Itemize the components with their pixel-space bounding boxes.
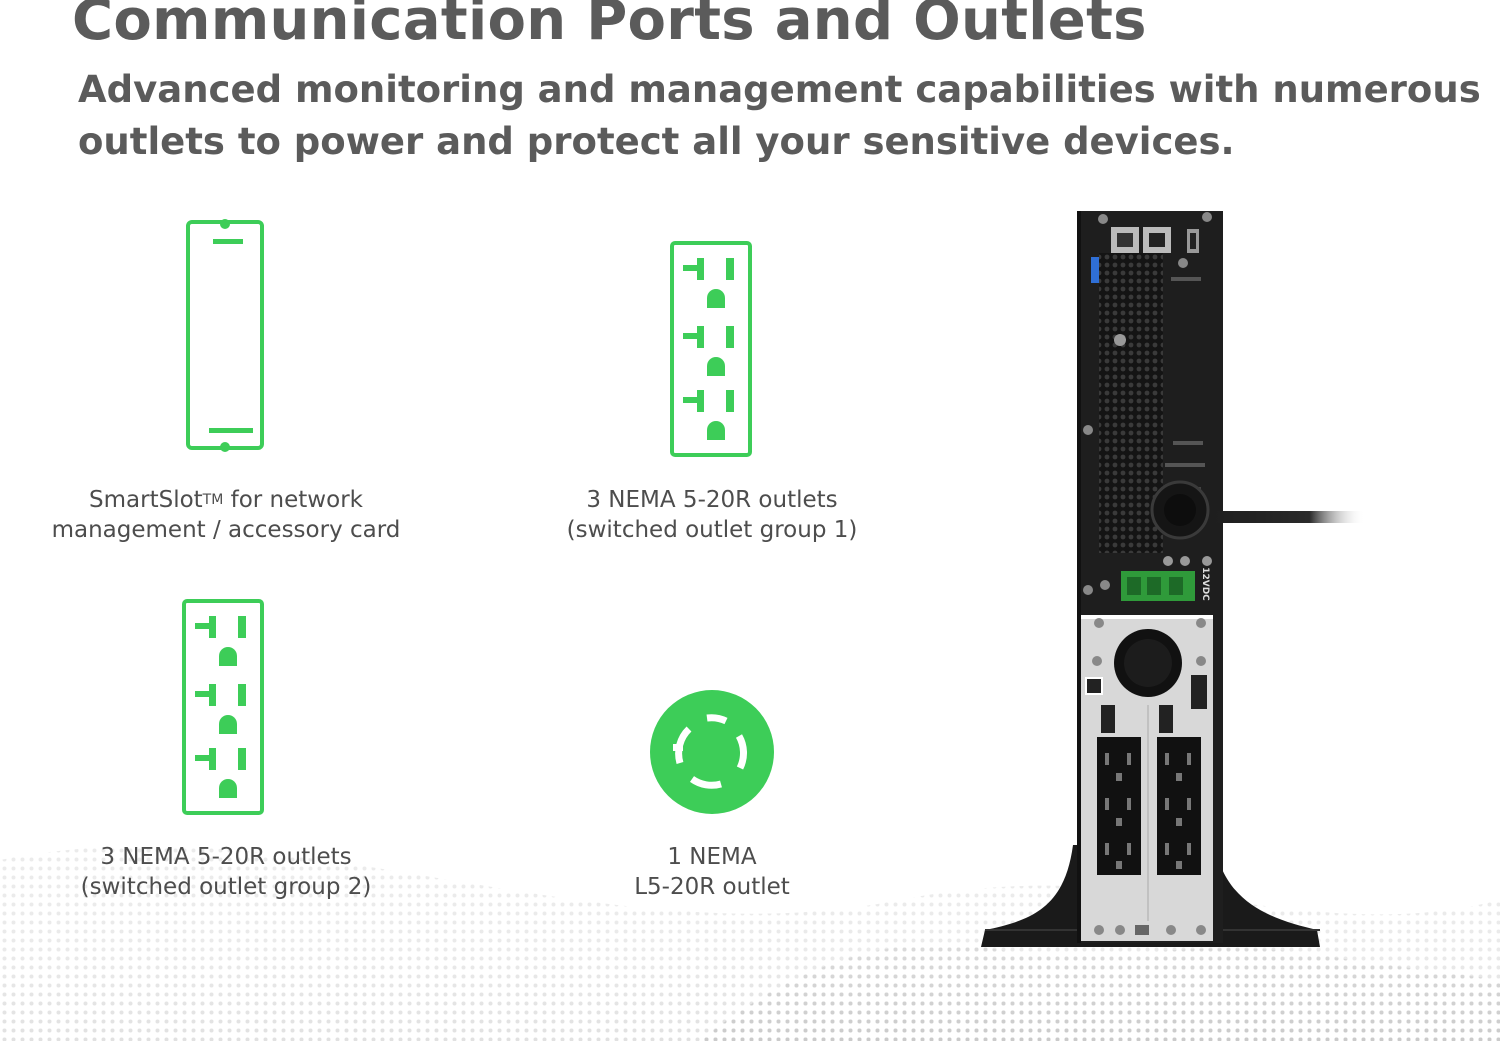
nema-l5-20r-twistlock-icon (650, 690, 774, 814)
twistlock-caption-line-1: 1 NEMA (667, 844, 757, 870)
nema-5-20r-outlet-icon (182, 599, 264, 815)
page-subtitle: Advanced monitoring and management capab… (78, 64, 1481, 168)
outlet-group-2-caption: 3 NEMA 5-20R outlets (switched outlet gr… (40, 842, 412, 902)
smartslot-caption: SmartSlotTM for network management / acc… (30, 485, 422, 545)
ups-rear-panel: 12VDC (981, 211, 1365, 947)
subtitle-line-1: Advanced monitoring and management capab… (78, 68, 1481, 111)
smartslot-caption-line-1: SmartSlotTM for network (89, 487, 363, 513)
nema-5-20r-outlet-icon (670, 241, 752, 457)
subtitle-line-2: outlets to power and protect all your se… (78, 120, 1235, 163)
outlet-group-1-caption: 3 NEMA 5-20R outlets (switched outlet gr… (528, 485, 896, 545)
smartslot-caption-line-2: management / accessory card (51, 517, 401, 543)
twistlock-caption: 1 NEMA L5-20R outlet (580, 842, 844, 902)
twistlock-caption-line-2: L5-20R outlet (634, 874, 790, 900)
12vdc-label: 12VDC (1200, 567, 1210, 601)
outlet-group-2-caption-line-2: (switched outlet group 2) (80, 874, 372, 900)
trademark-mark: TM (202, 492, 224, 508)
outlet-group-2-caption-line-1: 3 NEMA 5-20R outlets (100, 844, 352, 870)
outlet-group-1-caption-line-2: (switched outlet group 1) (566, 517, 858, 543)
outlet-group-1-caption-line-1: 3 NEMA 5-20R outlets (586, 487, 838, 513)
smartslot-card-icon (186, 219, 264, 452)
page-title: Communication Ports and Outlets (72, 0, 1147, 53)
